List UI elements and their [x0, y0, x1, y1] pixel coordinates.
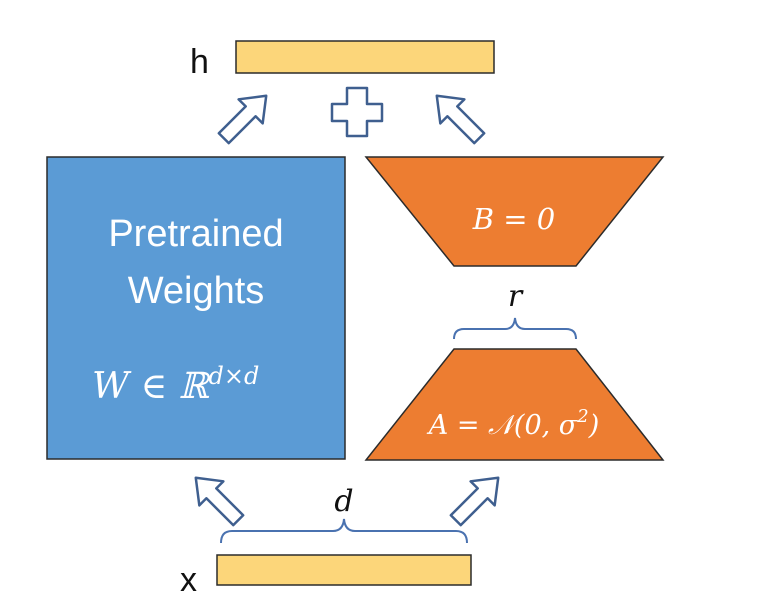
- pretrained-math: W ∈ ℝd×d: [92, 362, 259, 407]
- rank-label: r: [508, 279, 524, 314]
- lora-a-label-tail: ): [588, 410, 600, 441]
- width-label: d: [334, 484, 353, 519]
- lora-a-label: A = 𝒩(0, σ2): [426, 406, 599, 441]
- lora-b-label: B = 0: [472, 202, 556, 236]
- lora-a-label-main: A = 𝒩(0, σ: [426, 410, 579, 441]
- outline-arrow-icon: [435, 94, 486, 145]
- pretrained-title-line1: Pretrained: [108, 213, 283, 255]
- input-label: x: [180, 561, 197, 599]
- outline-arrow-icon: [194, 476, 245, 527]
- lora-a-matrix: [364, 348, 665, 461]
- rank-brace: [453, 317, 577, 340]
- plus-icon: [330, 86, 384, 138]
- lora-b-matrix: [364, 156, 665, 267]
- pretrained-math-main: W ∈ ℝ: [92, 366, 211, 407]
- pretrained-math-sup: d×d: [208, 362, 259, 390]
- output-bar: [235, 40, 495, 74]
- outline-arrow-icon: [449, 476, 500, 527]
- pretrained-weights-block: [46, 156, 346, 460]
- lora-a-label-sup: 2: [576, 406, 588, 427]
- width-brace: [220, 518, 468, 544]
- output-label: h: [190, 43, 209, 81]
- pretrained-title-line2: Weights: [128, 270, 265, 312]
- input-bar: [216, 554, 472, 586]
- outline-arrow-icon: [217, 94, 268, 145]
